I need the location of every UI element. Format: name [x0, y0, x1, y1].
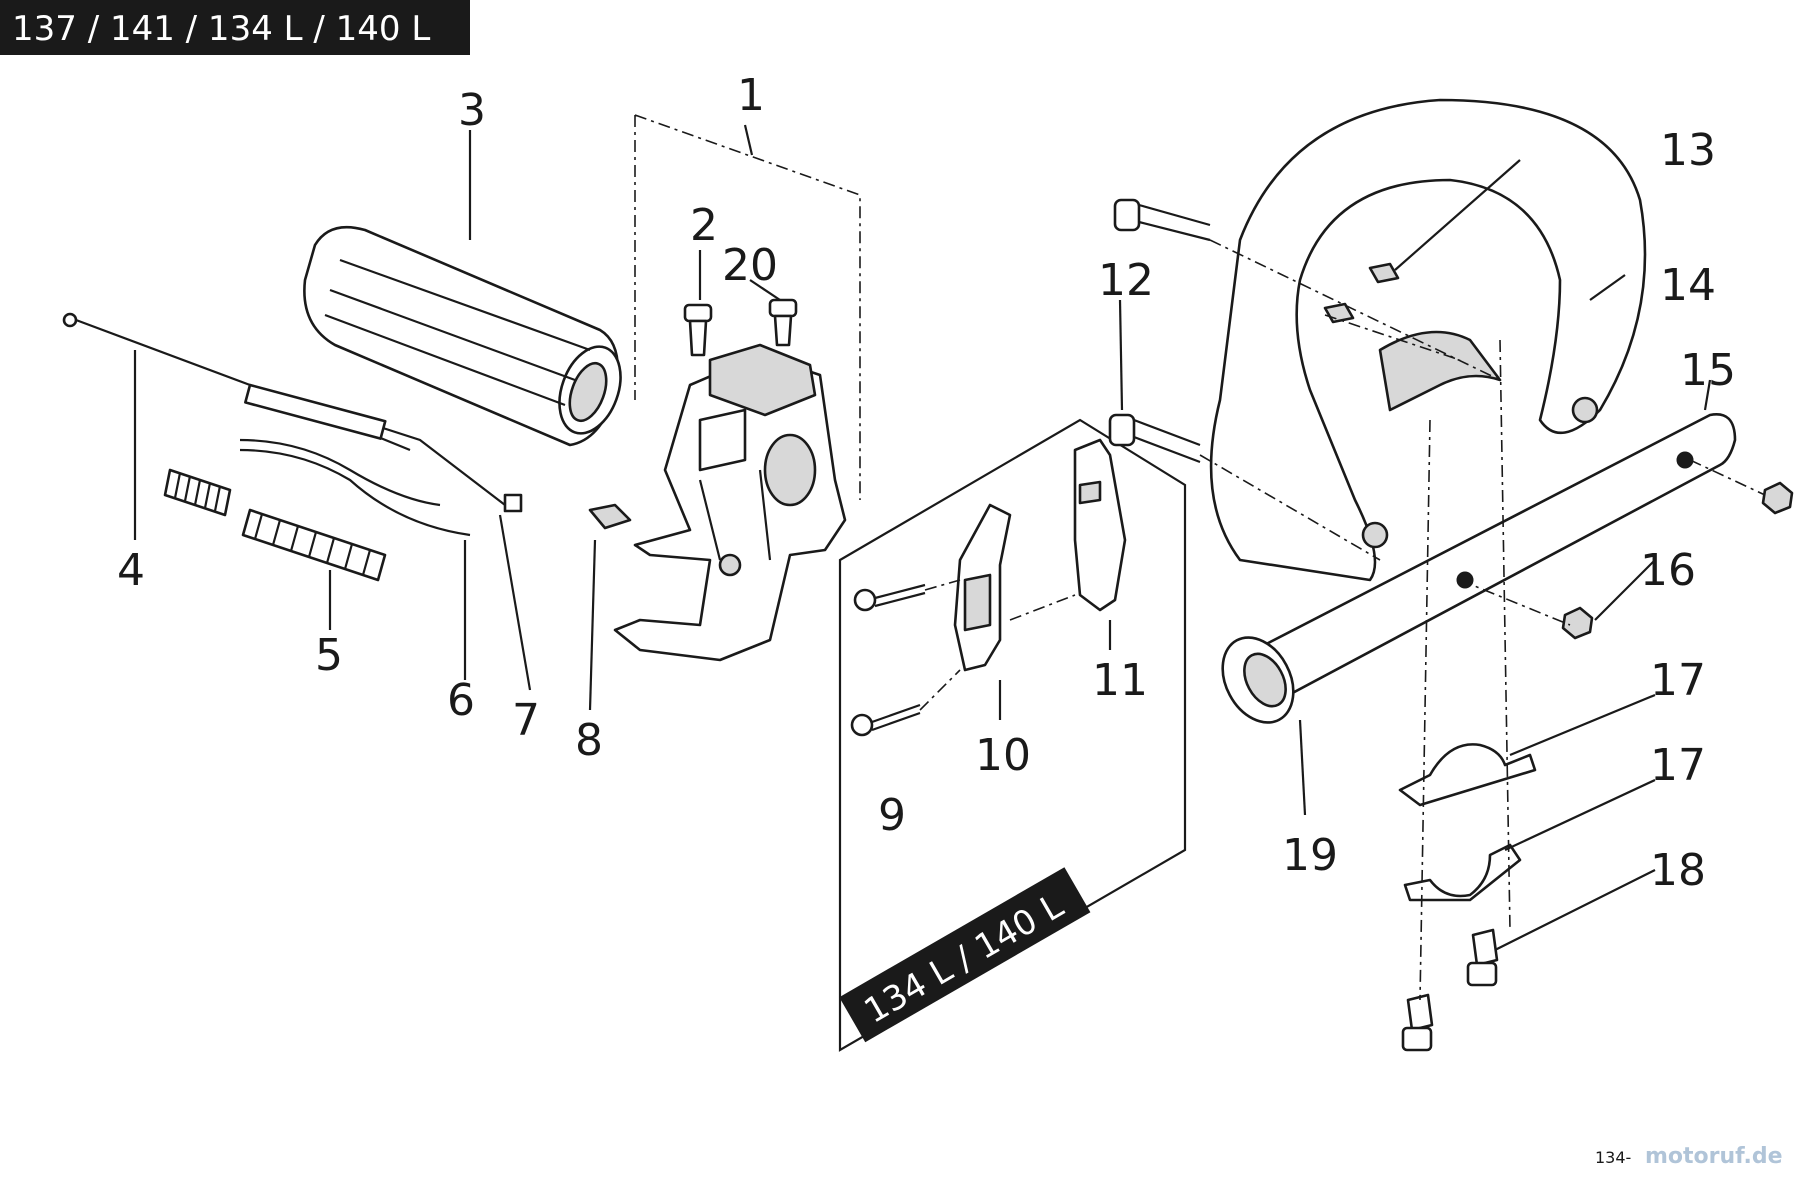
- screw-9b-part: [850, 703, 921, 737]
- screw-2-part: [683, 303, 713, 357]
- callout-15: 15: [1680, 345, 1736, 396]
- clamp-11-part: [1073, 438, 1127, 612]
- right-assembly-lines: [1199, 239, 1766, 1001]
- throttle-cable-part: [62, 312, 523, 537]
- callout-18: 18: [1650, 845, 1706, 896]
- nut-8-part: [588, 503, 632, 530]
- callout-20: 20: [722, 240, 778, 291]
- footer-watermark: motoruf.de: [1645, 1144, 1783, 1169]
- inset-model-badge-text: 134 L / 140 L: [858, 886, 1071, 1032]
- spring-long-part: [241, 508, 387, 582]
- callout-4: 4: [117, 545, 145, 596]
- callout-5: 5: [315, 630, 343, 681]
- nut-16-part: [1561, 481, 1794, 640]
- header-model-badge-text: 137 / 141 / 134 L / 140 L: [12, 9, 430, 49]
- callout-10: 10: [975, 730, 1031, 781]
- spring-short-part: [163, 468, 232, 517]
- throttle-grip-part: [303, 225, 622, 447]
- inset-frame: [838, 418, 1187, 1052]
- callout-7: 7: [512, 695, 540, 746]
- callout-2: 2: [690, 200, 718, 251]
- callout-3: 3: [458, 85, 486, 136]
- inset-assembly-lines: [919, 579, 1076, 711]
- footer-code: 134-: [1595, 1148, 1631, 1167]
- loop-handle-part: [1209, 98, 1647, 582]
- callout-19: 19: [1282, 830, 1338, 881]
- assembly-1-bracket: [634, 114, 861, 500]
- callout-16: 16: [1640, 545, 1696, 596]
- callout-8: 8: [575, 715, 603, 766]
- callout-14: 14: [1660, 260, 1716, 311]
- callout-1: 1: [737, 70, 765, 121]
- header-model-badge: 137 / 141 / 134 L / 140 L: [0, 0, 470, 55]
- callout-6: 6: [447, 675, 475, 726]
- callout-17b: 17: [1650, 740, 1706, 791]
- leader-1: [743, 124, 754, 156]
- screw-18-part: [1401, 928, 1499, 1052]
- callout-11: 11: [1092, 655, 1148, 706]
- leader-lines: [133, 130, 1712, 951]
- clamp-17b-part: [1403, 843, 1522, 902]
- screw-upper-part: [1113, 198, 1211, 242]
- callout-13: 13: [1660, 125, 1716, 176]
- screw-20-part: [768, 298, 798, 347]
- callout-12: 12: [1098, 255, 1154, 306]
- inset-model-badge: 134 L / 140 L: [839, 867, 1091, 1043]
- screw-9a-part: [853, 583, 926, 612]
- callout-9: 9: [878, 790, 906, 841]
- clamp-17a-part: [1398, 743, 1537, 807]
- handle-housing-part: [613, 343, 847, 662]
- screw-12-part: [1108, 413, 1201, 464]
- callout-17a: 17: [1650, 655, 1706, 706]
- clamp-10-part: [953, 503, 1012, 672]
